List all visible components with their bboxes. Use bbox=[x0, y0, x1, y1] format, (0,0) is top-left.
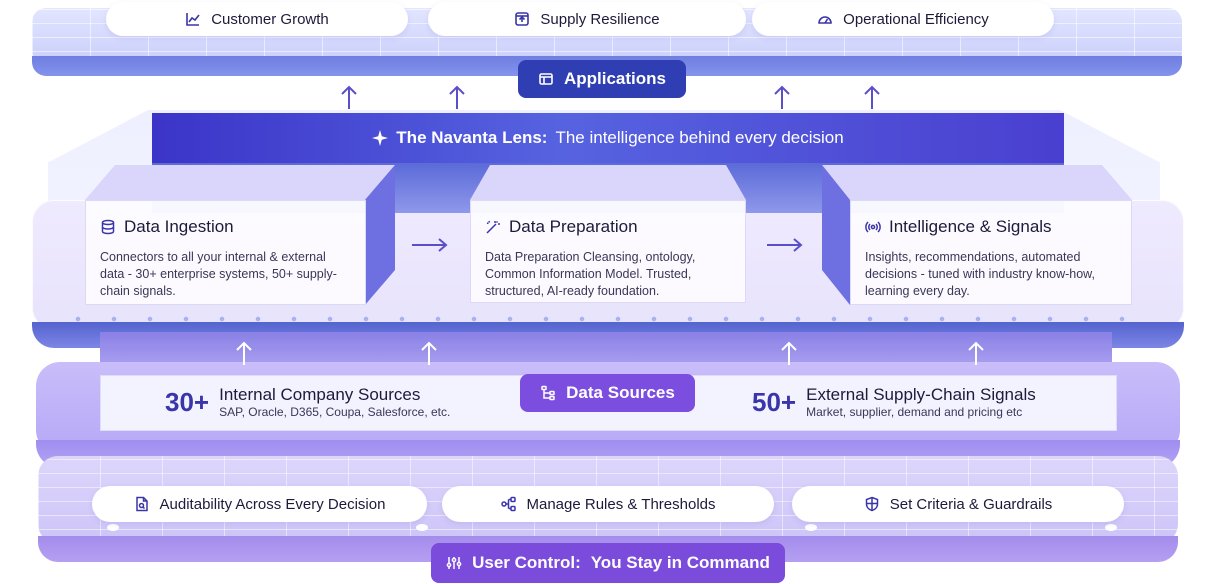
lens-header: The Navanta Lens: The intelligence behin… bbox=[152, 113, 1064, 163]
platform-light bbox=[416, 524, 428, 531]
control-rules-thresholds[interactable]: Manage Rules & Thresholds bbox=[442, 486, 774, 522]
box-upload-icon bbox=[515, 12, 530, 26]
app-label: Operational Efficiency bbox=[843, 10, 989, 28]
app-operational-efficiency[interactable]: Operational Efficiency bbox=[752, 2, 1054, 36]
lens-title: The Navanta Lens: bbox=[396, 128, 548, 147]
broadcast-icon bbox=[865, 221, 881, 233]
user-control-title: User Control: bbox=[472, 553, 581, 572]
box-top-face bbox=[470, 165, 746, 200]
app-supply-resilience[interactable]: Supply Resilience bbox=[428, 2, 746, 36]
lens-subtitle: The intelligence behind every decision bbox=[555, 128, 844, 147]
user-control-tag: User Control: You Stay in Command bbox=[431, 543, 785, 583]
applications-tag-label: Applications bbox=[563, 69, 666, 88]
stage-intelligence-signals[interactable]: Intelligence & Signals Insights, recomme… bbox=[850, 200, 1132, 305]
box-top-face bbox=[822, 165, 1132, 200]
stage-title: Data Ingestion bbox=[124, 217, 234, 236]
arrow-right-icon bbox=[412, 238, 448, 252]
arrow-up-icon bbox=[968, 341, 984, 365]
platform-light bbox=[1105, 524, 1117, 531]
app-customer-growth[interactable]: Customer Growth bbox=[106, 2, 408, 36]
control-criteria-guardrails[interactable]: Set Criteria & Guardrails bbox=[792, 486, 1124, 522]
external-title: External Supply-Chain Signals bbox=[806, 385, 1036, 404]
box-top-face bbox=[85, 165, 395, 200]
stage-data-ingestion[interactable]: Data Ingestion Connectors to all your in… bbox=[85, 200, 366, 305]
platform-dots bbox=[60, 316, 1150, 322]
stage-description: Connectors to all your internal & extern… bbox=[100, 250, 337, 298]
arrow-up-icon bbox=[774, 85, 790, 109]
applications-tag: Applications bbox=[518, 60, 686, 98]
control-label: Manage Rules & Thresholds bbox=[526, 495, 716, 513]
stage-description: Data Preparation Cleansing, ontology, Co… bbox=[485, 250, 696, 298]
stage-description: Insights, recommendations, automated dec… bbox=[865, 250, 1095, 298]
sparkle-icon bbox=[372, 130, 389, 146]
chart-line-icon bbox=[186, 13, 200, 26]
window-icon bbox=[539, 73, 553, 85]
stage-title: Data Preparation bbox=[509, 217, 638, 236]
arrow-up-icon bbox=[421, 341, 437, 365]
app-label: Customer Growth bbox=[211, 10, 329, 28]
arrow-up-icon bbox=[341, 85, 357, 109]
app-label: Supply Resilience bbox=[540, 10, 660, 28]
internal-sources: 30+ Internal Company Sources SAP, Oracle… bbox=[165, 385, 450, 419]
tree-icon bbox=[541, 385, 555, 401]
platform-light bbox=[805, 524, 817, 531]
control-auditability[interactable]: Auditability Across Every Decision bbox=[92, 486, 427, 522]
arrow-up-icon bbox=[864, 85, 880, 109]
gauge-icon bbox=[818, 16, 832, 24]
internal-subtitle: SAP, Oracle, D365, Coupa, Salesforce, et… bbox=[219, 405, 451, 419]
control-label: Auditability Across Every Decision bbox=[159, 495, 386, 513]
stage-data-preparation[interactable]: Data Preparation Data Preparation Cleans… bbox=[470, 200, 746, 303]
stage-title: Intelligence & Signals bbox=[889, 217, 1052, 236]
audit-file-icon bbox=[135, 496, 148, 512]
arrow-up-icon bbox=[236, 341, 252, 365]
user-control-subtitle: You Stay in Command bbox=[590, 553, 770, 572]
control-label: Set Criteria & Guardrails bbox=[889, 495, 1053, 513]
external-signals: 50+ External Supply-Chain Signals Market… bbox=[752, 385, 1036, 419]
data-sources-tag: Data Sources bbox=[520, 374, 695, 412]
sliders-icon bbox=[446, 557, 462, 569]
magic-wand-icon bbox=[486, 220, 500, 234]
external-count: 50+ bbox=[752, 386, 797, 417]
data-sources-tag-label: Data Sources bbox=[566, 383, 675, 402]
internal-count: 30+ bbox=[165, 386, 210, 417]
platform-light bbox=[107, 524, 119, 531]
external-subtitle: Market, supplier, demand and pricing etc bbox=[806, 405, 1023, 419]
internal-title: Internal Company Sources bbox=[219, 385, 421, 404]
arrow-up-icon bbox=[781, 341, 797, 365]
database-icon bbox=[101, 219, 115, 235]
arrow-up-icon bbox=[449, 85, 465, 109]
box-side-face bbox=[822, 165, 850, 305]
arrow-right-icon bbox=[767, 238, 803, 252]
box-side-face bbox=[365, 165, 395, 305]
shield-icon bbox=[865, 496, 878, 512]
workflow-icon bbox=[500, 496, 516, 512]
